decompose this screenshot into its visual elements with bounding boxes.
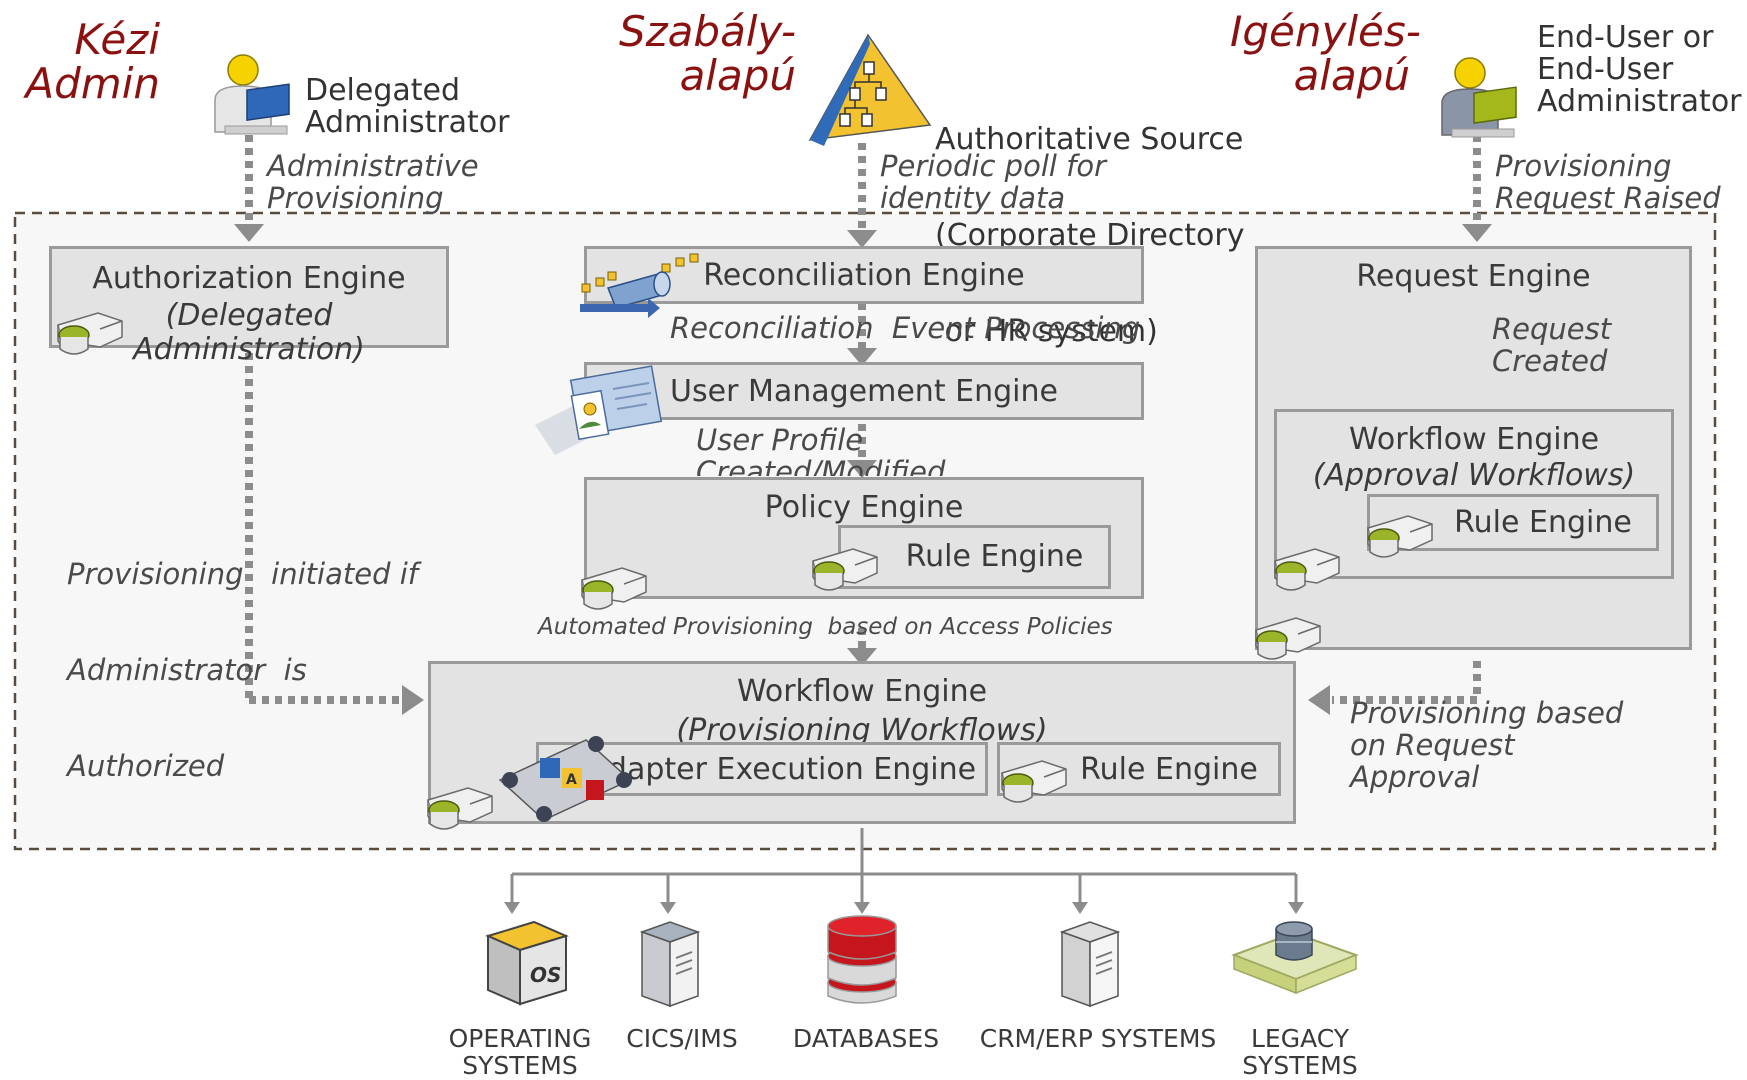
approval-line1: Provisioning based xyxy=(1350,696,1624,730)
provisioning-subtitle-clip: (Provisioning Workflows) xyxy=(431,711,1293,746)
user-profile-line2: Created/Modified xyxy=(696,455,946,476)
request-raised-label: Provisioning Request Raised xyxy=(1495,150,1721,214)
manual-title-line2: Admin xyxy=(25,59,160,108)
user-profile-label: User Profile Created/Modified xyxy=(696,424,996,476)
provisioning-workflow-subtitle: (Provisioning Workflows) xyxy=(676,713,1048,746)
delegated-admin-label: Delegated Administrator xyxy=(305,75,510,139)
request-based-title: Igénylés- alapú xyxy=(1230,7,1421,100)
provisioning-workflow-title: Workflow Engine xyxy=(736,674,988,709)
os-badge: OS xyxy=(530,963,561,987)
gear-component-icon xyxy=(1367,515,1433,558)
end-user-line2: End-User xyxy=(1537,52,1674,87)
request-created-line1: Request xyxy=(1492,312,1612,346)
os-systems-label: OPERATING SYSTEMS xyxy=(430,1025,610,1079)
user-laptop-icon xyxy=(214,54,290,135)
user-management-engine-box: User Management Engine xyxy=(584,362,1144,420)
manual-title-line1: Kézi xyxy=(74,15,160,64)
directory-pyramid-icon xyxy=(808,33,932,146)
rule-title-line1: Szabály- xyxy=(618,7,796,56)
databases-label: DATABASES xyxy=(792,1024,940,1053)
request-created-label: Request Created xyxy=(1492,313,1611,377)
adapter-conveyor-icon: A xyxy=(498,736,632,822)
admin-provisioning-label: Administrative Provisioning xyxy=(267,150,479,214)
admin-prov-line2: Provisioning xyxy=(267,181,444,215)
id-card-icon xyxy=(535,365,663,455)
provisioning-approval-label: Provisioning based on Request Approval xyxy=(1350,697,1623,793)
request-created-line2: Created xyxy=(1492,344,1608,378)
request-engine-title: Request Engine xyxy=(1356,259,1591,294)
authorization-engine-subtitle: (Delegated Administration) xyxy=(133,298,365,367)
request-title-line2: alapú xyxy=(1293,51,1410,100)
gear-component-icon xyxy=(57,312,123,355)
os-cube-icon: OS xyxy=(485,920,569,1006)
user-profile-clip: User Profile Created/Modified xyxy=(696,424,996,476)
authorization-engine-title: Authorization Engine xyxy=(92,261,406,296)
rule-based-title: Szabály- alapú xyxy=(600,10,796,98)
gear-component-icon xyxy=(1001,760,1067,803)
reconciliation-engine-box: Reconciliation Engine xyxy=(584,246,1144,304)
approval-line2: on Request xyxy=(1350,728,1515,762)
approval-workflow-subtitle: (Approval Workflows) xyxy=(1312,458,1636,493)
auth-source-line1: Authoritative Source xyxy=(935,122,1244,157)
poll-line2: identity data xyxy=(880,181,1066,215)
approval-rule-engine-title: Rule Engine xyxy=(1454,505,1632,540)
poll-line1: Periodic poll for xyxy=(880,149,1107,183)
request-raised-line2: Request Raised xyxy=(1495,181,1721,215)
os-label-line1: OPERATING xyxy=(448,1024,592,1053)
server-tower-icon xyxy=(1059,921,1121,1008)
database-icon xyxy=(827,915,897,1004)
os-label-line2: SYSTEMS xyxy=(462,1051,578,1080)
legacy-mainframe-icon xyxy=(1231,921,1359,995)
end-user-line1: End-User or xyxy=(1537,20,1714,55)
delegated-admin-line2: Administrator xyxy=(305,105,510,140)
initiated-line3: Authorized xyxy=(67,749,225,783)
automated-provisioning-label: Automated Provisioning based on Access P… xyxy=(538,614,1113,640)
admin-prov-line1: Administrative xyxy=(267,149,479,183)
delegated-admin-line1: Delegated xyxy=(305,73,461,108)
gear-component-icon xyxy=(581,567,647,610)
provisioning-workflow-engine-box: Workflow Engine (Provisioning Workflows)… xyxy=(428,661,1296,824)
policy-rule-engine-title: Rule Engine xyxy=(905,539,1084,574)
approval-workflow-title: Workflow Engine xyxy=(1348,422,1600,457)
approval-line3: Approval xyxy=(1350,760,1480,794)
reconciliation-engine-title: Reconciliation Engine xyxy=(703,258,1025,293)
gear-component-icon xyxy=(812,548,878,591)
gear-component-icon xyxy=(1274,548,1340,591)
adapter-execution-engine-title: Adapter Execution Engine xyxy=(587,752,977,787)
user-profile-line1: User Profile xyxy=(696,424,864,457)
end-user-label: End-User or End-User Administrator xyxy=(1537,22,1742,118)
request-raised-line1: Provisioning xyxy=(1495,149,1672,183)
gear-component-icon xyxy=(1255,617,1321,660)
reconciliation-event-label: Reconciliation Event Processing xyxy=(670,311,1141,345)
legacy-label-line2: SYSTEMS xyxy=(1242,1051,1358,1080)
gear-component-icon xyxy=(427,787,493,830)
user-management-engine-title: User Management Engine xyxy=(670,374,1058,409)
svg-text:A: A xyxy=(566,772,577,788)
periodic-poll-label: Periodic poll for identity data xyxy=(880,150,1106,214)
cics-ims-label: CICS/IMS xyxy=(626,1024,738,1053)
provisioning-initiated-label: Provisioning initiated if Administrator … xyxy=(67,494,418,814)
initiated-line2: Administrator is xyxy=(67,653,307,687)
reconciliation-connector-icon xyxy=(580,253,699,318)
crm-erp-label: CRM/ERP SYSTEMS xyxy=(979,1024,1217,1053)
user-laptop-green-icon xyxy=(1441,57,1517,138)
end-user-line3: Administrator xyxy=(1537,84,1742,119)
initiated-line1: Provisioning initiated if xyxy=(67,557,418,591)
rule-title-line2: alapú xyxy=(679,51,796,100)
policy-engine-title: Policy Engine xyxy=(764,490,964,525)
request-title-line1: Igénylés- xyxy=(1230,7,1421,56)
provisioning-rule-engine-title: Rule Engine xyxy=(1080,752,1258,787)
auth-source-line3: or HR system) xyxy=(935,314,1158,349)
request-engine-box: Request Engine Workflow Engine (Approval… xyxy=(1255,246,1692,650)
manual-admin-title: Kézi Admin xyxy=(20,18,160,106)
legacy-systems-label: LEGACY SYSTEMS xyxy=(1230,1025,1370,1079)
legacy-label-line1: LEGACY xyxy=(1250,1024,1350,1053)
server-tower-icon xyxy=(639,921,701,1008)
